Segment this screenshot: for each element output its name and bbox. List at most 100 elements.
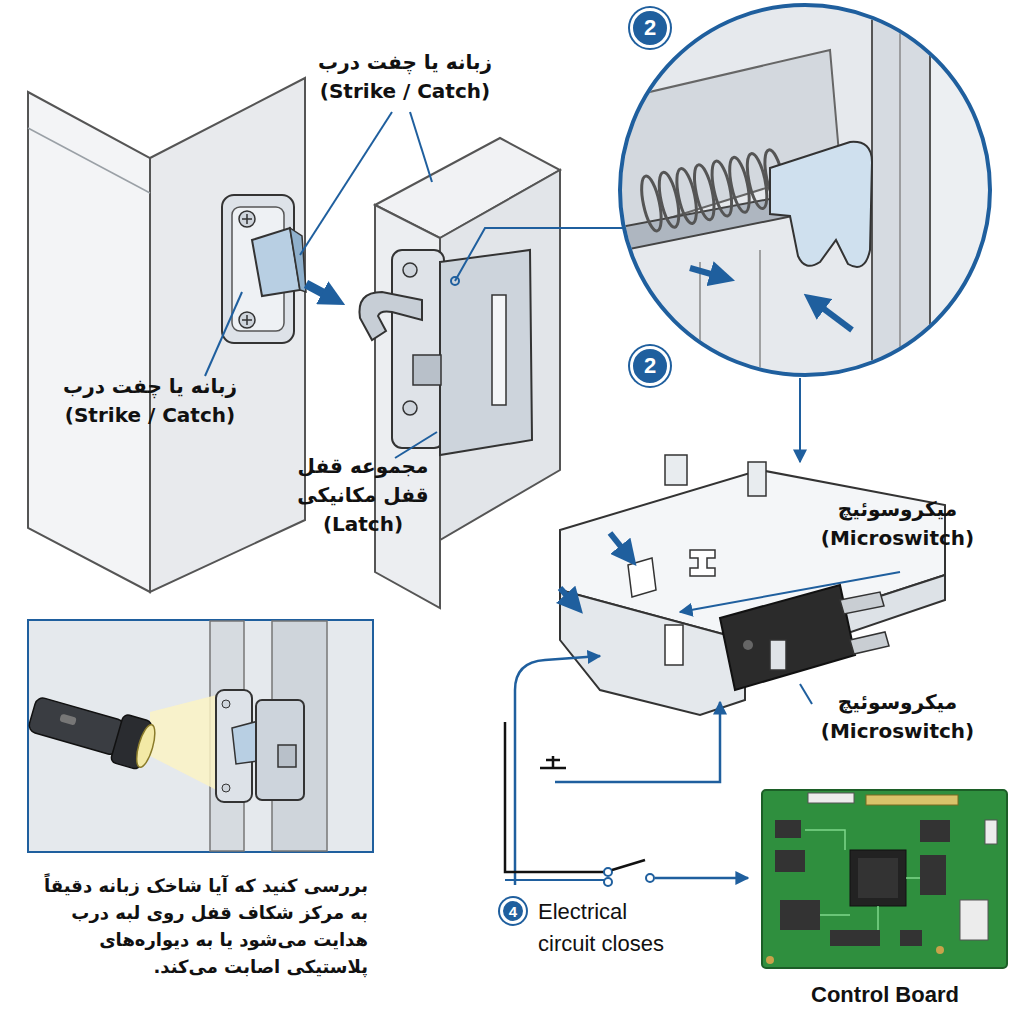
- zoom-detail: [799, 378, 801, 462]
- circuit-board: [762, 790, 1007, 968]
- cabinet-wall: [28, 78, 305, 592]
- signal-label: Electrical circuit closes: [538, 896, 688, 960]
- microswitch: [770, 640, 786, 670]
- wiring: [505, 656, 748, 886]
- switch-housing: [560, 590, 745, 715]
- microswitch: [743, 640, 753, 650]
- inspection-scene: [222, 700, 230, 708]
- inspection-scene: [256, 700, 304, 800]
- wiring: [612, 860, 645, 870]
- switch-housing: [628, 558, 656, 597]
- strike-plate: [222, 195, 306, 343]
- cabinet-wall: [28, 92, 150, 592]
- inspection-scene: [278, 745, 296, 767]
- latch-assembly: [359, 250, 532, 455]
- latch-assembly: [392, 250, 444, 448]
- inspection-scene: [25, 689, 159, 772]
- leader-line: [300, 112, 392, 255]
- latch-assembly: [403, 401, 417, 415]
- callout-text: 2: [644, 355, 656, 377]
- latch-assembly: [492, 295, 506, 405]
- zoom-detail: [690, 268, 725, 278]
- latch-assembly: [359, 292, 422, 340]
- zoom-detail: [770, 142, 872, 267]
- strike-plate: [290, 228, 306, 292]
- microswitch: [850, 632, 889, 654]
- switch-housing: [560, 588, 576, 606]
- cabinet-wall: [28, 128, 150, 193]
- switch-housing: [748, 462, 766, 496]
- strike-plate: [242, 315, 252, 325]
- zoom-detail: [872, 10, 930, 400]
- wiring: [604, 878, 612, 886]
- circuit-board: [866, 795, 958, 805]
- switch-housing: [690, 550, 715, 576]
- switch-housing: [560, 455, 945, 715]
- circuit-board: [920, 855, 946, 895]
- circuit-board: [960, 900, 988, 940]
- circuit-board: [985, 820, 997, 844]
- cabinet-wall: [150, 78, 305, 592]
- leader-line: [205, 292, 242, 376]
- zoom-detail: [699, 262, 701, 400]
- zoom-detail: [759, 250, 761, 400]
- strike-plate: [239, 211, 255, 227]
- circuit-board: [830, 930, 880, 946]
- circuit-board: [766, 956, 774, 964]
- wiring: [646, 874, 654, 882]
- zoom-detail: [812, 300, 852, 330]
- leader-line: [410, 112, 432, 182]
- circuit-board: [920, 820, 950, 842]
- inspection-scene: [25, 620, 373, 852]
- circuit-board: [762, 790, 1007, 968]
- wiring: [515, 656, 600, 885]
- circuit-board: [850, 850, 906, 906]
- node-text: Control Board: [760, 978, 1010, 1011]
- inspection-scene: [59, 713, 77, 725]
- callout-text: 4: [509, 904, 517, 919]
- circuit-board: [805, 830, 920, 930]
- callout-text: 2: [644, 17, 656, 39]
- zoom-detail: [600, 0, 1020, 400]
- wiring: [505, 879, 604, 881]
- door-frame: [440, 170, 560, 540]
- circuit-board: [858, 858, 898, 898]
- inspection-scene: [27, 696, 125, 756]
- leader-line: [455, 228, 625, 281]
- microswitch: [720, 585, 889, 690]
- latch-assembly: [413, 355, 441, 385]
- circuit-board: [900, 930, 922, 946]
- microswitch: [720, 585, 855, 690]
- control-board: Control Board: [760, 786, 1010, 1008]
- inspection-scene: [133, 723, 159, 769]
- inspection-panel: بررسی کنید که آیا شاخک زبانه دقیقاً به م…: [28, 620, 373, 1005]
- zoom-detail: [620, 5, 990, 375]
- zoom-detail: [899, 10, 901, 400]
- latch-assembly: [403, 263, 417, 277]
- zoom-detail: [600, 0, 1020, 462]
- door-frame: [375, 138, 560, 608]
- part-label: مجموعه قفل قفل مکانیکی (Latch): [296, 452, 430, 539]
- part-label: زبانه یا چفت درب (Strike / Catch): [35, 372, 265, 430]
- strike-plate: [239, 312, 255, 328]
- microswitch: [840, 592, 884, 614]
- motion-arrow: [306, 284, 336, 300]
- circuit-board: [808, 793, 854, 803]
- node-text: بررسی کنید که آیا شاخک زبانه دقیقاً به م…: [34, 872, 368, 980]
- leader-line: [800, 684, 812, 704]
- part-label: میکروسوئیچ (Microswitch): [795, 495, 1000, 553]
- wiring: [604, 868, 612, 876]
- callout-number: 4: [500, 898, 526, 924]
- circuit-board: [775, 820, 801, 838]
- switch-housing: [610, 533, 630, 558]
- circuit-board: [775, 850, 805, 872]
- zoom-detail: [600, 0, 1020, 400]
- zoom-detail: [638, 148, 789, 232]
- switch-housing: [665, 625, 683, 665]
- circuit-board: [780, 900, 820, 930]
- callout-number: 2: [630, 8, 670, 48]
- circuit-board: [936, 946, 944, 954]
- inspection-scene: [222, 784, 230, 792]
- callout-number: 2: [630, 346, 670, 386]
